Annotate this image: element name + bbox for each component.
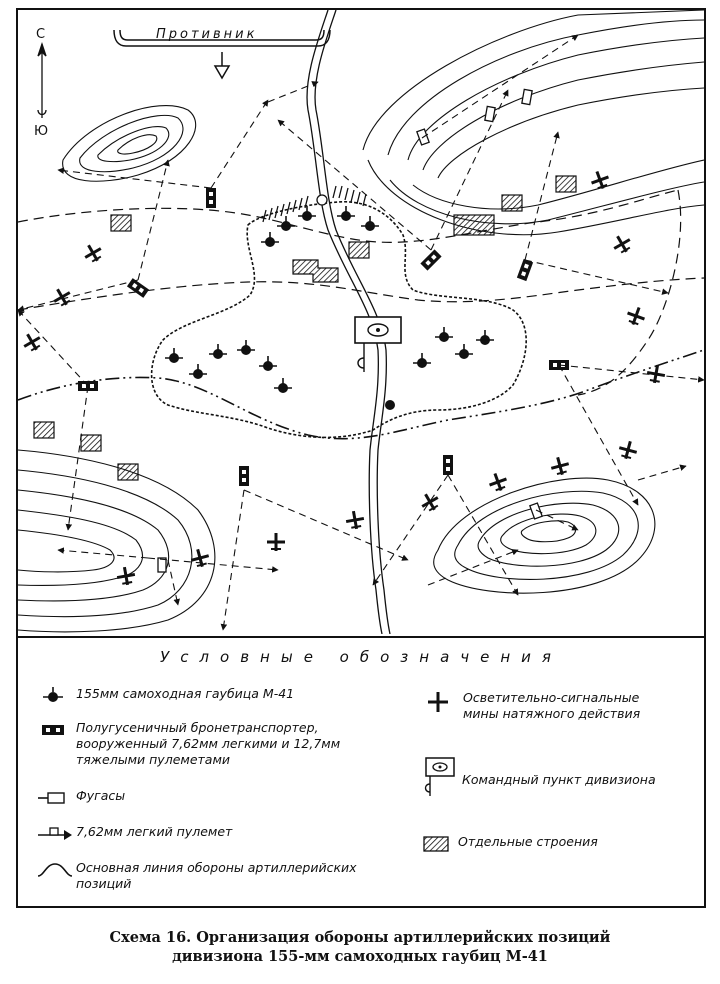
command-post-icon [354,316,402,372]
legend-item-defense-line: Основная линия обороны артиллерийских по… [36,860,436,896]
legend-label-carrier-2: вооруженный 7,62мм легкими и 12,7мм [76,736,341,751]
observation-point-icon [385,400,395,410]
figure-caption: Схема 16. Организация обороны артиллерий… [0,928,720,966]
machine-gun-icon [38,827,72,840]
fire-sector-arrows [18,34,704,631]
legend-item-flare-mine: Осветительно-сигнальные мины натяжного д… [423,690,703,726]
legend-label-defense-line-2: позиций [76,876,132,891]
legend-label-command-post: Командный пункт дивизиона [462,772,656,787]
building-icons [33,175,577,481]
caption-line-1: Схема 16. Организация обороны артиллерий… [109,929,611,946]
command-post-icon-legend [424,757,455,796]
legend-item-landmine: Фугасы [36,788,236,808]
caption-line-2: дивизиона 155-мм самоходных гаубиц М-41 [172,948,548,965]
legend-title: Условные обозначения [160,648,562,666]
outer-defense-line [18,349,704,440]
contour-hill-top-left [62,105,197,182]
legend-label-flare-1: Осветительно-сигнальные [463,690,640,705]
trench-hatching [262,185,367,223]
compass-icon [37,41,47,118]
compass-south: Ю [34,124,48,139]
legend-item-armored-carrier: Полугусеничный бронетранспортер, вооруже… [36,720,416,770]
legend-label-building: Отдельные строения [458,834,598,849]
legend-label-defense-line-1: Основная линия обороны артиллерийских [76,860,357,875]
legend-divider [18,636,704,638]
legend-item-command-post: Командный пункт дивизиона [416,754,704,798]
flare-mine-icon [428,692,448,712]
armored-carrier-icon [42,725,64,735]
legend-label-machine-gun: 7,62мм легкий пулемет [76,824,233,839]
legend-item-machine-gun: 7,62мм легкий пулемет [36,824,336,844]
legend-label-howitzer: 155мм самоходная гаубица М-41 [76,686,295,701]
contour-hill-bottom-right [433,477,656,594]
defense-map: Противник С Ю [18,10,704,634]
enemy-label: Противник [156,27,257,42]
legend-item-building: Отдельные строения [418,834,678,854]
legend-label-landmine: Фугасы [76,788,126,803]
road-post-icon [316,194,328,206]
legend-label-carrier-1: Полугусеничный бронетранспортер, [76,720,319,735]
main-defense-line [150,200,527,439]
landmine-icon [38,792,65,804]
building-icon [423,836,449,852]
contour-ridge-top-right [362,10,704,236]
legend-label-flare-2: мины натяжного действия [463,706,641,721]
defense-line-icon [37,863,73,877]
landmine-icons [157,88,543,573]
compass-north: С [36,27,45,42]
legend-label-carrier-3: тяжелыми пулеметами [76,752,231,767]
diagram-frame: Противник С Ю [16,8,706,908]
contour-hill-bottom-left [18,449,216,633]
howitzer-icon [43,687,63,702]
enemy-front-marker [113,29,331,80]
legend-item-howitzer: 155мм самоходная гаубица М-41 [36,686,396,706]
